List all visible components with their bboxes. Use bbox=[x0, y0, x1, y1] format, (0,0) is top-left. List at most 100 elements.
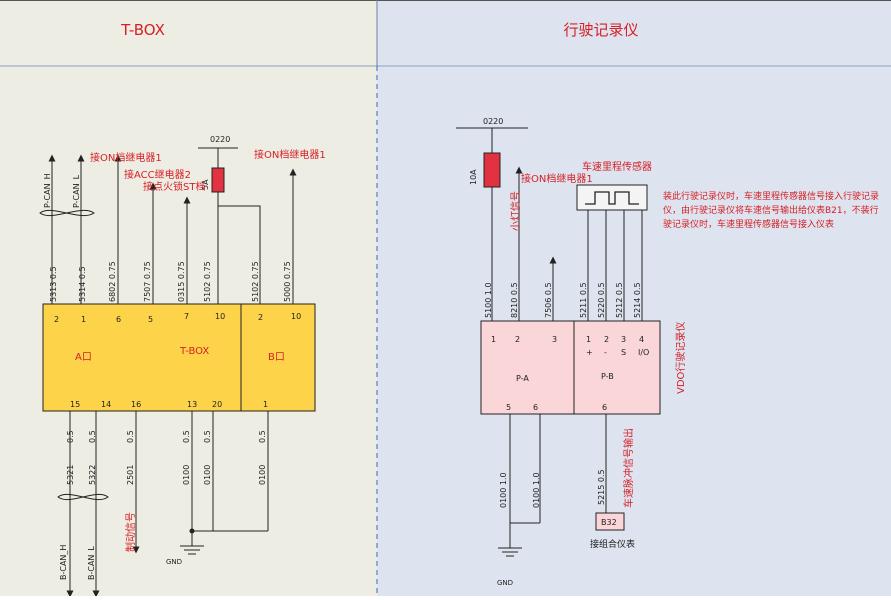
tbox-wire-label: 5314 0.5 bbox=[78, 266, 87, 302]
tbox-wire-code: 5321 bbox=[66, 465, 75, 485]
vdo-pin: 1 bbox=[491, 335, 496, 344]
left-panel-bg bbox=[0, 0, 377, 596]
to-cluster-label: 接组合仪表 bbox=[590, 538, 635, 550]
tbox-pin: 1 bbox=[263, 400, 268, 409]
tbox-pin: 10 bbox=[215, 312, 225, 321]
vdo-pin: 5 bbox=[506, 403, 511, 412]
vdo-gnd-label: GND bbox=[497, 579, 513, 587]
vdo-ground-wire-code: 0100 1.0 bbox=[499, 472, 508, 508]
tbox-wire-label: 0315 0.75 bbox=[177, 261, 186, 302]
vdo-pulse-wire-code: 5215 0.5 bbox=[597, 469, 606, 505]
tbox-wire-size: 0.5 bbox=[258, 430, 267, 443]
fuse-5a bbox=[211, 167, 225, 193]
vdo-on-relay-label: 接ON档继电器1 bbox=[521, 172, 593, 185]
vdo-section bbox=[456, 127, 643, 557]
tbox-pin: 2 bbox=[258, 313, 263, 322]
b32-terminal bbox=[595, 512, 625, 531]
tbox-wire-label: 5102 0.75 bbox=[203, 261, 212, 302]
tbox-acc-relay-label: 接ACC继电器2 bbox=[124, 168, 191, 181]
vdo-pin-sub: - bbox=[604, 348, 607, 357]
small-light-signal-label: 小灯信号 bbox=[510, 191, 522, 231]
tbox-wire-label: 6802 0.75 bbox=[108, 261, 117, 302]
b32-label: B32 bbox=[601, 518, 617, 527]
pulse-signal-icon bbox=[585, 191, 639, 205]
pb-label: P-B bbox=[601, 372, 614, 381]
vdo-fuse-label: 10A bbox=[469, 169, 478, 185]
tbox-wire-code: 2501 bbox=[126, 465, 135, 485]
tbox-pin: 5 bbox=[148, 315, 153, 324]
tbox-pin: 16 bbox=[131, 400, 141, 409]
pcan-l-label: P-CAN_L bbox=[72, 174, 81, 208]
tbox-gnd-label: GND bbox=[166, 558, 182, 566]
tbox-wire-label: 5000 0.75 bbox=[283, 261, 292, 302]
tbox-connector-a bbox=[42, 303, 242, 412]
tbox-pin: 6 bbox=[116, 315, 121, 324]
tbox-wire-size: 0.5 bbox=[66, 430, 75, 443]
vdo-pin: 2 bbox=[515, 335, 520, 344]
tbox-section bbox=[39, 147, 297, 598]
tbox-pin: 2 bbox=[54, 315, 59, 324]
vdo-pin: 2 bbox=[604, 335, 609, 344]
vdo-pin-sub: S bbox=[621, 348, 626, 357]
tbox-wire-size: 0.5 bbox=[126, 430, 135, 443]
tbox-wire-code: 5322 bbox=[88, 465, 97, 485]
tbox-wire-size: 0.5 bbox=[182, 430, 191, 443]
tbox-wire-label: 5313 0.5 bbox=[49, 266, 58, 302]
vdo-pin-sub: I/O bbox=[638, 348, 649, 357]
bcan-h-label: B-CAN_H bbox=[59, 545, 68, 580]
tbox-wire-code: 0100 bbox=[203, 465, 212, 485]
brake-signal-label: 制动信号 bbox=[124, 512, 137, 552]
vdo-wire-label: 5220 0.5 bbox=[597, 282, 606, 318]
tbox-wire-label: 7507 0.75 bbox=[143, 261, 152, 302]
vdo-wire-label: 8210 0.5 bbox=[510, 282, 519, 318]
left-panel-title: T-BOX bbox=[120, 21, 165, 39]
tbox-connector-label: T-BOX bbox=[179, 346, 209, 357]
vdo-wire-label: 5214 0.5 bbox=[633, 282, 642, 318]
tbox-pin: 20 bbox=[212, 400, 222, 409]
vdo-wire-label: 5100 1.0 bbox=[484, 282, 493, 318]
vdo-pin: 1 bbox=[586, 335, 591, 344]
tbox-wire-label: 5102 0.75 bbox=[251, 261, 260, 302]
vdo-wire-label: 7506 0.5 bbox=[544, 282, 553, 318]
tbox-pin: 14 bbox=[101, 400, 111, 409]
connector-a-label: A口 bbox=[75, 352, 92, 363]
tbox-power-label: 0220 bbox=[210, 135, 230, 144]
vdo-wire-label: 5212 0.5 bbox=[615, 282, 624, 318]
vdo-pin: 6 bbox=[602, 403, 607, 412]
tbox-ignition-label: 接点火锁ST档 bbox=[143, 180, 205, 193]
vdo-note: 装此行驶记录仪时，车速里程传感器信号接入行驶记录仪，由行驶记录仪将车速信号输出给… bbox=[663, 192, 880, 230]
vdo-pin: 6 bbox=[533, 403, 538, 412]
tbox-wire-size: 0.5 bbox=[88, 430, 97, 443]
tbox-pin: 10 bbox=[291, 312, 301, 321]
vdo-pin: 3 bbox=[621, 335, 626, 344]
vdo-pin: 4 bbox=[639, 335, 644, 344]
tbox-wire-code: 0100 bbox=[182, 465, 191, 485]
pcan-h-label: P-CAN_H bbox=[43, 173, 52, 208]
tbox-pin: 13 bbox=[187, 400, 197, 409]
tbox-pin: 1 bbox=[81, 315, 86, 324]
tbox-wire-code: 0100 bbox=[258, 465, 267, 485]
vdo-power-label: 0220 bbox=[483, 117, 503, 126]
speed-sensor-title: 车速里程传感器 bbox=[582, 160, 652, 173]
right-panel-bg bbox=[377, 0, 891, 596]
vdo-ground-wire-code: 0100 1.0 bbox=[532, 472, 541, 508]
right-panel-title: 行驶记录仪 bbox=[563, 21, 638, 39]
connector-b-label: B口 bbox=[268, 352, 285, 363]
fuse-10a bbox=[483, 152, 501, 188]
pulse-output-label: 车速脉冲信号输出 bbox=[622, 428, 635, 508]
vdo-wire-label: 5211 0.5 bbox=[579, 282, 588, 318]
vdo-pin: 3 bbox=[552, 335, 557, 344]
vdo-connector-pa bbox=[480, 320, 575, 415]
tbox-connector-b bbox=[240, 303, 316, 412]
pa-label: P-A bbox=[516, 374, 529, 383]
tbox-pin: 15 bbox=[70, 400, 80, 409]
bcan-l-label: B-CAN_L bbox=[87, 546, 96, 580]
tbox-on-relay-label: 接ON档继电器1 bbox=[90, 151, 162, 164]
speed-sensor-icon bbox=[576, 184, 648, 211]
tbox-on-relay-b-label: 接ON档继电器1 bbox=[254, 148, 326, 161]
tbox-pin: 7 bbox=[184, 312, 189, 321]
tbox-fuse-label: 5A bbox=[201, 179, 210, 190]
vdo-device-label: VDO行驶记录仪 bbox=[674, 322, 687, 394]
